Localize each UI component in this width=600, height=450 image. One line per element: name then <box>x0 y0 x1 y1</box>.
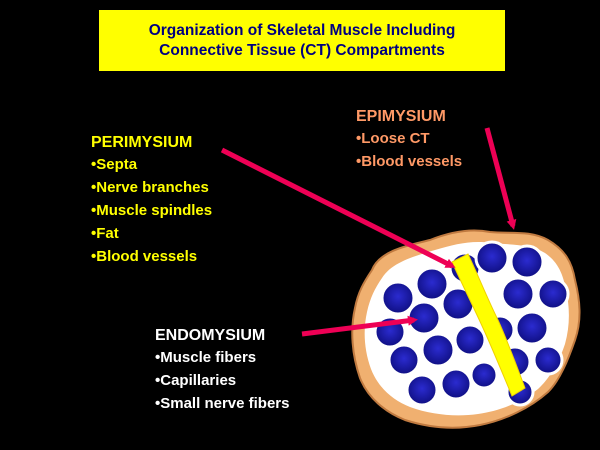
muscle-fiber <box>422 334 454 366</box>
muscle-fiber <box>511 246 543 278</box>
muscle-fiber <box>502 278 534 310</box>
epimysium-list: •Loose CT •Blood vessels <box>356 127 462 173</box>
muscle-fiber <box>471 362 497 388</box>
muscle-fiber <box>389 345 419 375</box>
list-item: •Capillaries <box>155 369 289 392</box>
list-item: •Blood vessels <box>91 245 212 268</box>
epimysium-arrow <box>487 128 513 226</box>
muscle-fiber <box>538 279 568 309</box>
muscle-fiber <box>534 346 562 374</box>
endomysium-label-block: ENDOMYSIUM •Muscle fibers •Capillaries •… <box>155 326 289 415</box>
list-item: •Muscle spindles <box>91 199 212 222</box>
list-item: •Septa <box>91 153 212 176</box>
muscle-fiber <box>441 369 471 399</box>
list-item: •Small nerve fibers <box>155 392 289 415</box>
muscle-fiber <box>476 242 508 274</box>
list-item: •Muscle fibers <box>155 346 289 369</box>
list-item: •Fat <box>91 222 212 245</box>
list-item: •Nerve branches <box>91 176 212 199</box>
muscle-fiber <box>407 375 437 405</box>
epimysium-label-block: EPIMYSIUM •Loose CT •Blood vessels <box>356 107 462 173</box>
muscle-fiber <box>516 312 548 344</box>
endomysium-list: •Muscle fibers •Capillaries •Small nerve… <box>155 346 289 415</box>
perimysium-label-block: PERIMYSIUM •Septa •Nerve branches •Muscl… <box>91 133 212 268</box>
endomysium-heading: ENDOMYSIUM <box>155 326 289 346</box>
perimysium-list: •Septa •Nerve branches •Muscle spindles … <box>91 153 212 268</box>
list-item: •Loose CT <box>356 127 462 150</box>
muscle-fiber <box>455 325 485 355</box>
perimysium-heading: PERIMYSIUM <box>91 133 212 153</box>
epimysium-heading: EPIMYSIUM <box>356 107 462 127</box>
list-item: •Blood vessels <box>356 150 462 173</box>
